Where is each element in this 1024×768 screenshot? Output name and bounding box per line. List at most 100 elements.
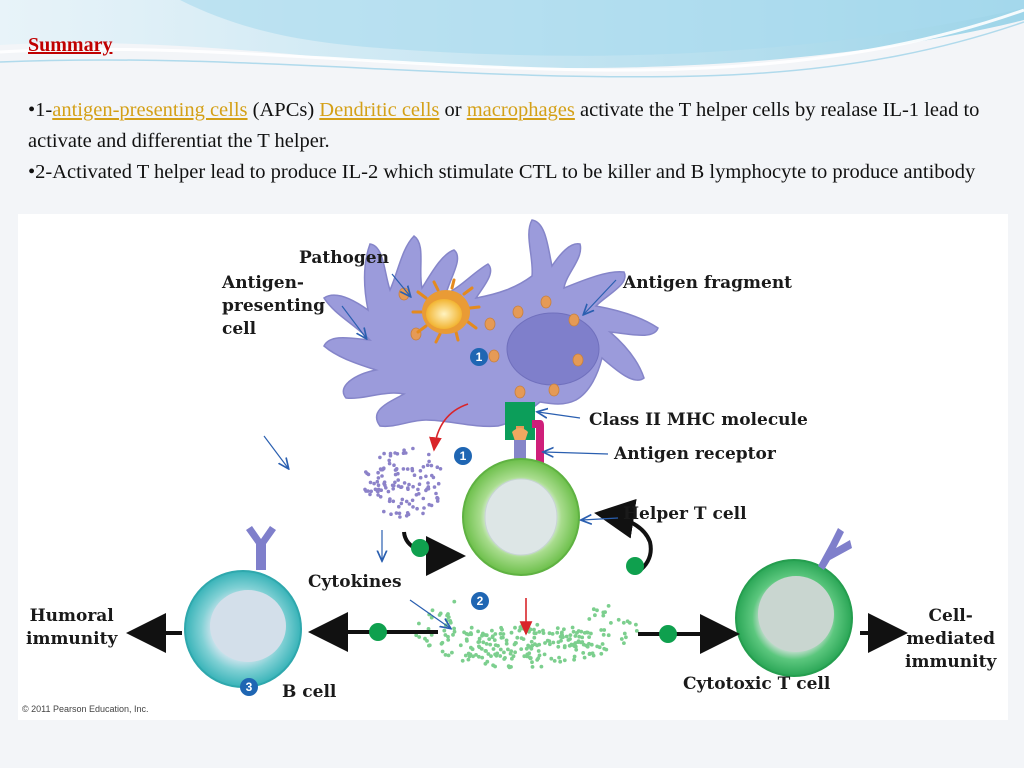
cytokine-dot: [430, 473, 434, 478]
cytokine-dot: [480, 655, 485, 660]
cytokine-dot: [634, 622, 638, 627]
cytokine-dot: [477, 654, 481, 659]
cytokine-dot: [513, 625, 517, 630]
cytokine-dot: [529, 639, 534, 644]
cytokine-dot: [532, 635, 537, 640]
label-cell-mediated-line2: mediated: [906, 629, 996, 649]
cytokine-dot: [372, 481, 376, 486]
macrophages-link[interactable]: macrophages: [466, 99, 575, 121]
cytokine-dot: [480, 633, 484, 638]
cytokine-dot: [442, 628, 447, 633]
cytokine-dot: [486, 652, 491, 656]
cytokine-dot: [490, 634, 495, 639]
cytokine-dot: [412, 473, 417, 478]
cytokine-dot: [406, 486, 410, 490]
cytokine-dot: [471, 654, 475, 659]
cytokine-dot: [564, 634, 569, 639]
cytokine-dot: [469, 645, 473, 650]
cytokine-dot: [387, 461, 392, 466]
cytokine-dot: [498, 631, 503, 636]
cytokine-dot: [539, 664, 544, 669]
cytokine-dot: [405, 511, 410, 515]
cytokine-dot: [391, 499, 396, 504]
cytokine-dot: [452, 626, 456, 631]
cytokine-dot: [529, 646, 534, 651]
cytokine-dot: [375, 479, 380, 484]
cytokine-dot: [528, 656, 533, 660]
cytokine-dot: [448, 620, 453, 625]
cytokine-dot: [418, 469, 423, 473]
label-humoral-immunity: Humoral immunity: [26, 605, 117, 651]
or-text: or: [439, 99, 467, 121]
cytokine-dot: [382, 481, 386, 486]
cytokine-dot: [389, 512, 393, 516]
cytokine-dot: [417, 621, 421, 626]
cytokine-dot: [435, 495, 440, 500]
label-apc-line3: cell: [222, 319, 257, 339]
cytokine-dot: [493, 632, 498, 636]
cytokine-dot: [560, 630, 564, 635]
cytokine-dot: [392, 483, 396, 488]
cytokine-dot: [373, 487, 378, 492]
cytokine-dot: [491, 647, 496, 651]
cytokine-dot: [398, 515, 402, 519]
cytokine-dot: [382, 451, 386, 456]
cytokine-dot: [511, 654, 516, 659]
cytokine-dot: [426, 627, 431, 631]
label-apc: Antigen- presenting cell: [222, 272, 325, 341]
cytokine-dot: [401, 451, 406, 455]
cytokine-dot: [397, 511, 402, 516]
cytokine-dot: [401, 467, 406, 471]
cytokine-dot: [537, 653, 542, 658]
cytokine-dot: [599, 651, 604, 656]
cytokine-dot: [545, 638, 550, 643]
label-antigen-receptor: Antigen receptor: [614, 444, 776, 464]
cytokine-dot: [501, 632, 506, 636]
cytokine-dot: [582, 655, 587, 660]
cytokine-dot: [425, 463, 430, 467]
cytokine-dot: [432, 485, 437, 489]
cytokine-dot: [582, 631, 587, 635]
cytokine-dot: [429, 615, 434, 620]
cytokine-dot: [600, 642, 605, 646]
cytokine-dot: [591, 607, 596, 612]
label-class2-mhc: Class II MHC molecule: [589, 410, 808, 430]
cytokine-dot: [434, 491, 438, 496]
cytokine-dot: [378, 455, 382, 460]
cytokine-dot: [555, 626, 560, 630]
cytokine-dot: [416, 487, 420, 492]
cytokine-dot: [429, 463, 434, 468]
cytokine-dot: [526, 643, 530, 648]
cytokine-dot: [443, 653, 448, 657]
cytokine-dot: [527, 651, 532, 656]
cytokine-dot: [463, 653, 468, 658]
cytokine-dot: [573, 634, 578, 638]
cytokine-dot: [562, 658, 567, 663]
cytokine-dot: [400, 497, 405, 502]
cytokine-dot: [415, 506, 419, 511]
label-b-cell: B cell: [282, 682, 337, 702]
cytokine-dot: [396, 478, 401, 482]
cytokine-dot: [487, 637, 492, 641]
label-pathogen: Pathogen: [299, 248, 389, 268]
cytokine-dot: [436, 481, 441, 486]
label-apc-line2: presenting: [222, 296, 325, 316]
apc-link[interactable]: antigen-presenting cells: [52, 99, 248, 121]
cytokine-dot: [388, 451, 393, 456]
cytokine-dot: [599, 628, 604, 632]
cytokine-dot: [541, 628, 545, 633]
cytokine-dot: [519, 636, 524, 640]
cytokine-dot: [532, 627, 536, 632]
cytokine-dot: [502, 657, 507, 661]
cytokine-dot: [548, 642, 552, 647]
cytokine-dot: [424, 474, 428, 479]
cytokine-dot: [476, 629, 480, 634]
cytokine-dot: [376, 476, 381, 480]
cytokine-dot: [603, 610, 607, 614]
cytokine-dot: [376, 483, 381, 488]
dendritic-cells-link[interactable]: Dendritic cells: [319, 99, 440, 121]
immune-response-figure: Pathogen Antigen- presenting cell Antige…: [18, 214, 1008, 720]
cytokine-dot: [437, 613, 442, 617]
cytokine-dot: [569, 642, 574, 647]
cytokine-dot: [616, 617, 621, 622]
